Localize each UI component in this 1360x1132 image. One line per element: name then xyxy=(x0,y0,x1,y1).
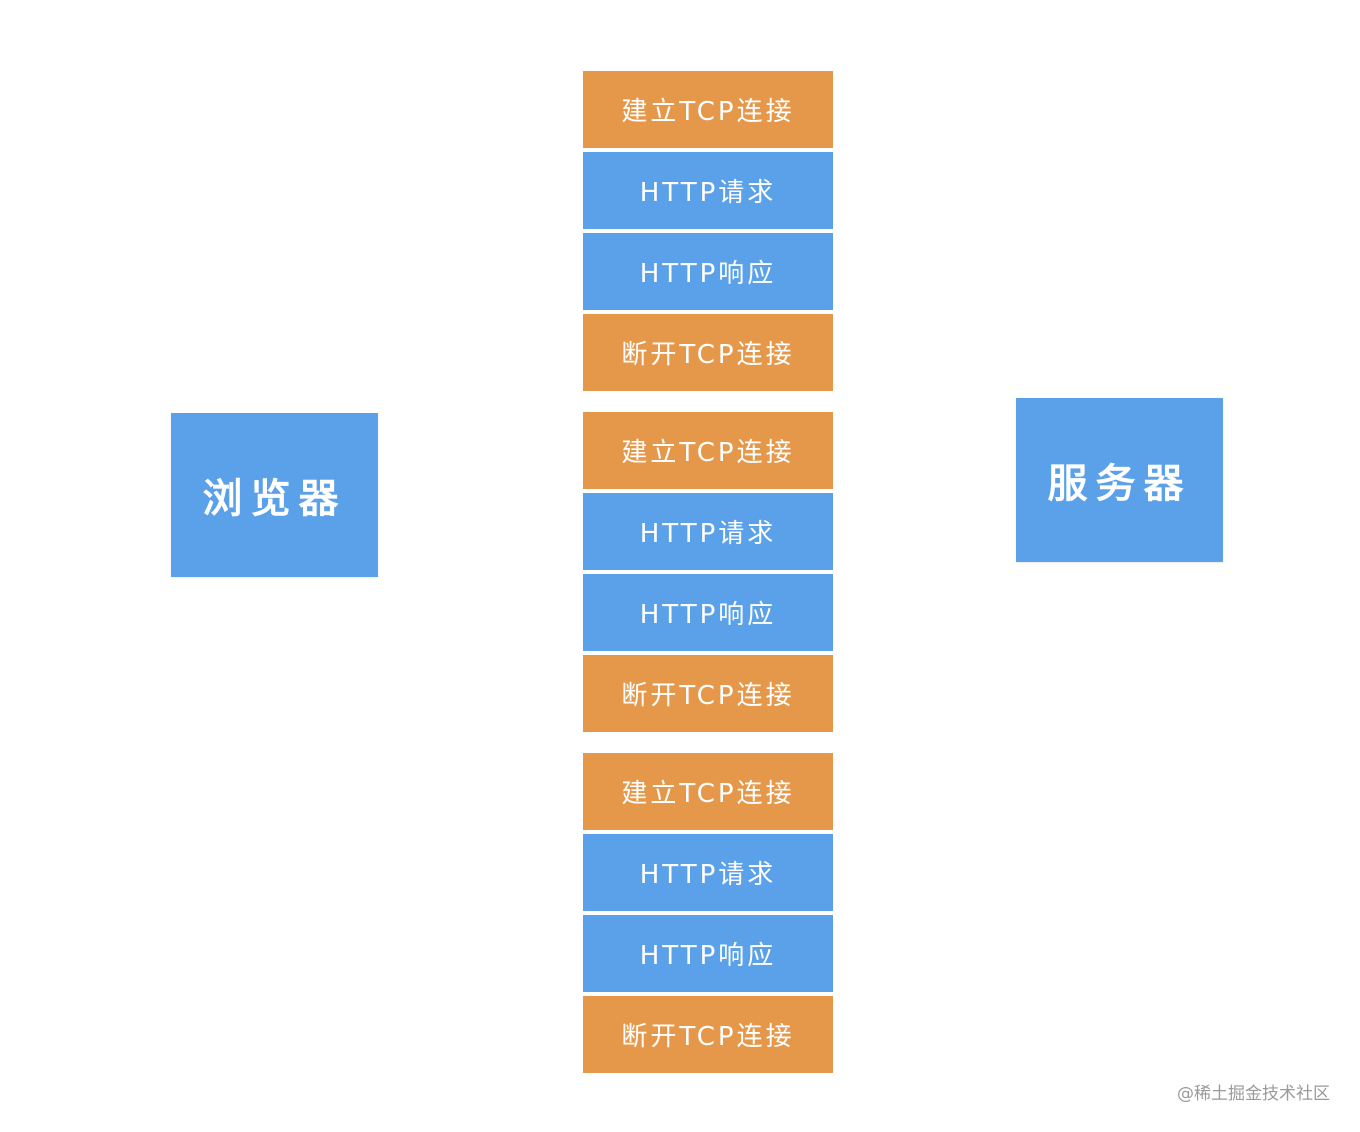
step-label: HTTP请求 xyxy=(639,519,777,549)
step-label: 断开TCP连接 xyxy=(621,1022,795,1052)
step-label: HTTP响应 xyxy=(639,600,777,630)
step-http-request: HTTP请求 xyxy=(583,834,833,911)
step-http-response: HTTP响应 xyxy=(583,233,833,310)
step-label: 断开TCP连接 xyxy=(621,681,795,711)
step-close-tcp: 断开TCP连接 xyxy=(583,314,833,391)
step-close-tcp: 断开TCP连接 xyxy=(583,996,833,1073)
step-label: 建立TCP连接 xyxy=(621,97,795,127)
connection-group-3: 建立TCP连接 HTTP请求 HTTP响应 断开TCP连接 xyxy=(583,753,833,1073)
step-establish-tcp: 建立TCP连接 xyxy=(583,71,833,148)
step-close-tcp: 断开TCP连接 xyxy=(583,655,833,732)
step-label: HTTP响应 xyxy=(639,259,777,289)
step-http-response: HTTP响应 xyxy=(583,915,833,992)
step-label: HTTP请求 xyxy=(639,860,777,890)
connection-group-2: 建立TCP连接 HTTP请求 HTTP响应 断开TCP连接 xyxy=(583,412,833,732)
browser-label: 浏览器 xyxy=(202,476,347,522)
watermark: @稀土掘金技术社区 xyxy=(1177,1084,1330,1104)
server-node: 服务器 xyxy=(1016,398,1223,562)
step-http-request: HTTP请求 xyxy=(583,493,833,570)
step-establish-tcp: 建立TCP连接 xyxy=(583,753,833,830)
step-label: 建立TCP连接 xyxy=(621,779,795,809)
connection-steps-column: 建立TCP连接 HTTP请求 HTTP响应 断开TCP连接 建立TCP连接 HT… xyxy=(583,71,833,1094)
step-label: HTTP响应 xyxy=(639,941,777,971)
step-http-request: HTTP请求 xyxy=(583,152,833,229)
step-establish-tcp: 建立TCP连接 xyxy=(583,412,833,489)
server-label: 服务器 xyxy=(1047,461,1192,507)
step-label: HTTP请求 xyxy=(639,178,777,208)
step-label: 断开TCP连接 xyxy=(621,340,795,370)
browser-node: 浏览器 xyxy=(171,413,378,577)
step-label: 建立TCP连接 xyxy=(621,438,795,468)
step-http-response: HTTP响应 xyxy=(583,574,833,651)
connection-group-1: 建立TCP连接 HTTP请求 HTTP响应 断开TCP连接 xyxy=(583,71,833,391)
